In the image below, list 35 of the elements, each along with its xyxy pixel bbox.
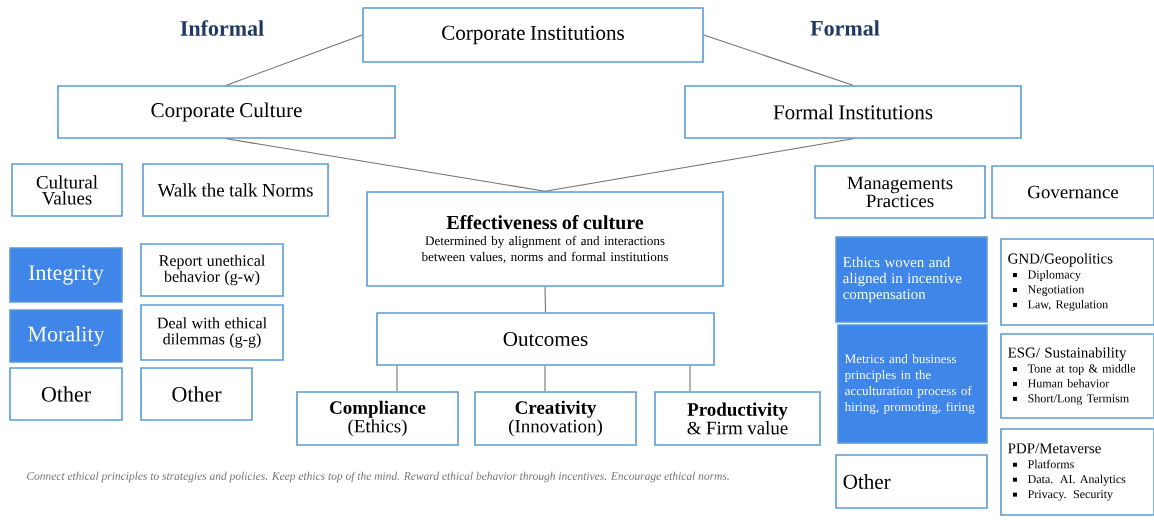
text-box: Corporate Institutions — [362, 7, 704, 63]
footnote-text: Connect ethical principles to strategies and policies. Keep ethics top of the mind. Reward ethical behavior through incentives. Encourage ethical norms. — [27, 471, 729, 483]
connector-line — [225, 34, 363, 86]
highlight-box: Metrics and business principles in the acculturation process of hiring, promoting, firing — [837, 324, 988, 444]
connector-line — [544, 138, 854, 192]
text-box: Outcomes — [376, 312, 715, 366]
connector-line — [396, 365, 398, 392]
outcome-box: Productivity & Firm value — [654, 391, 821, 446]
text-box: Effectiveness of culture Determined by alignment of and interactions between values, norms and formal institutions — [366, 191, 724, 287]
text-box: Other — [9, 367, 123, 421]
text-box: Deal with ethical dilemmas (g-g) — [140, 304, 284, 361]
text-box: Cultural Values — [11, 163, 123, 217]
outcome-box: Compliance (Ethics) — [296, 391, 459, 446]
text-box: Corporate Culture — [57, 85, 396, 139]
text-box: Report unethical behavior (g-w) — [140, 243, 284, 297]
text-box: Other — [140, 367, 253, 421]
text-box: Formal Institutions — [684, 85, 1022, 139]
list-box: ESG/ Sustainability Tone at top & middle Human behavior Short/Long Termism — [1000, 333, 1154, 419]
highlight-box: Morality — [9, 309, 123, 363]
highlight-box: Ethics woven and aligned in incentive compensation — [835, 236, 988, 323]
text-box: Walk the talk Norms — [142, 163, 329, 217]
section-heading: Informal — [180, 20, 264, 36]
text-box: Other — [835, 454, 988, 509]
section-heading: Formal — [810, 20, 880, 36]
text-box: Managements Practices — [814, 165, 986, 219]
list-box: GND/Geopolitics Diplomacy Negotiation Law, Regulation — [1000, 238, 1154, 326]
connector-line — [225, 138, 546, 192]
connector-line — [689, 365, 691, 392]
connector-line — [703, 34, 854, 86]
connector-line — [544, 286, 547, 313]
list-box: PDP/Metaverse Platforms Data. AI. Analytics Privacy. Security — [1000, 428, 1154, 516]
outcome-box: Creativity (Innovation) — [474, 391, 637, 446]
text-box: Governance — [991, 165, 1154, 219]
highlight-box: Integrity — [9, 247, 123, 303]
connector-line — [544, 365, 546, 392]
